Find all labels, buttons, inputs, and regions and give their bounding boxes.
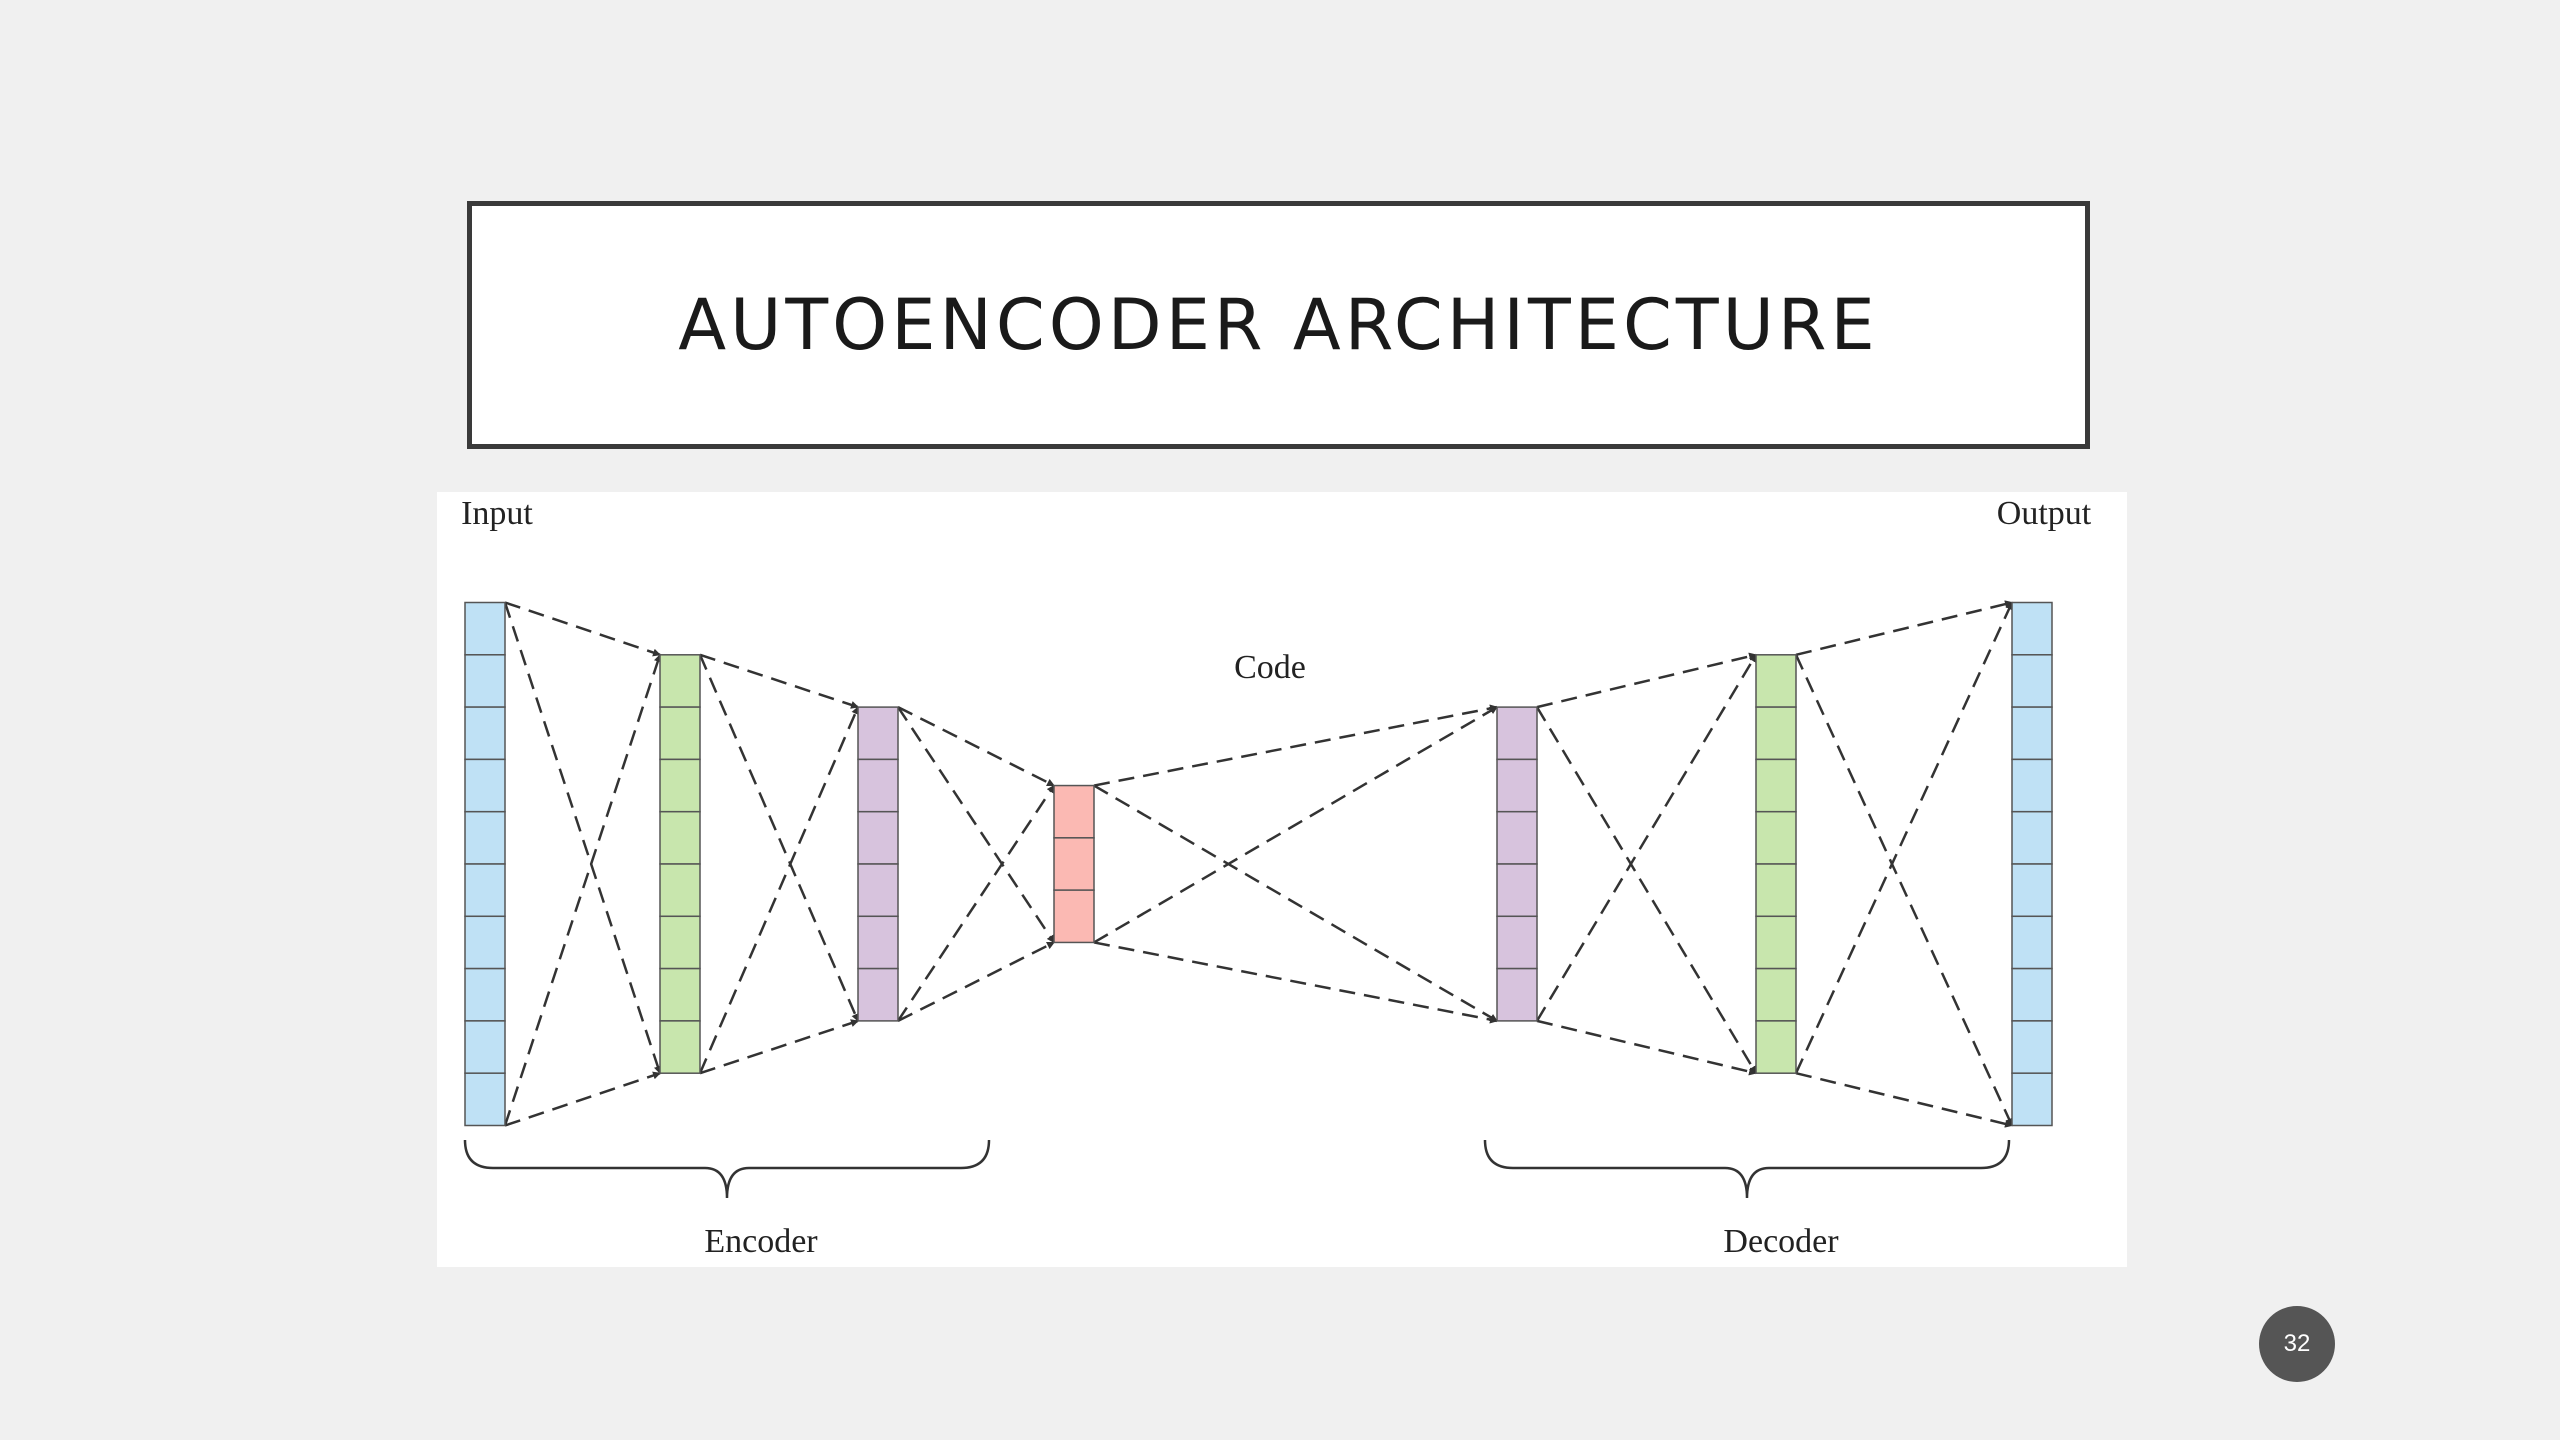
enc-hidden-1-unit bbox=[659, 1020, 701, 1074]
dec-hidden-1-unit bbox=[1496, 915, 1538, 970]
encoder-label: Encoder bbox=[704, 1223, 818, 1260]
connection-edge-dec-hidden-2-to-output-0 bbox=[1795, 600, 2013, 657]
page-number: 32 bbox=[2283, 1330, 2311, 1357]
dec-hidden-2-unit bbox=[1755, 706, 1797, 761]
code-label: Code bbox=[1234, 649, 1306, 686]
layer-dec-hidden-1 bbox=[1496, 706, 1538, 1022]
connection-edge-code-to-dec-hidden-1-1 bbox=[1093, 784, 1498, 1022]
enc-hidden-2-unit bbox=[857, 915, 899, 970]
input-unit bbox=[464, 654, 506, 708]
dec-hidden-2-unit bbox=[1755, 654, 1797, 708]
connection-edge-dec-hidden-1-to-dec-hidden-2-0 bbox=[1536, 652, 1757, 709]
connection-edge-dec-hidden-1-to-dec-hidden-2-2 bbox=[1535, 653, 1758, 1022]
input-unit bbox=[464, 863, 506, 918]
connection-edge-enc-hidden-1-to-enc-hidden-2-1 bbox=[698, 654, 860, 1022]
enc-hidden-1-unit bbox=[659, 810, 701, 865]
decoder-brace bbox=[1483, 1139, 2011, 1199]
dec-hidden-2-unit bbox=[1755, 967, 1797, 1022]
code-unit bbox=[1053, 837, 1095, 891]
dec-hidden-2-unit bbox=[1755, 915, 1797, 970]
input-unit bbox=[464, 706, 506, 761]
dec-hidden-2-unit bbox=[1755, 758, 1797, 813]
output-unit bbox=[2011, 601, 2053, 656]
input-unit bbox=[464, 1072, 506, 1127]
input-unit bbox=[464, 601, 506, 656]
output-label: Output bbox=[1997, 495, 2092, 532]
dec-hidden-1-unit bbox=[1496, 967, 1538, 1022]
code-unit bbox=[1053, 784, 1095, 839]
connection-edge-input-to-enc-hidden-1-1 bbox=[503, 602, 662, 1075]
enc-hidden-2-unit bbox=[857, 706, 899, 761]
output-unit bbox=[2011, 967, 2053, 1022]
network-layers bbox=[464, 601, 2053, 1127]
layer-code bbox=[1053, 784, 1095, 944]
diagram-canvas: Input Output Code Encoder Decoder bbox=[461, 495, 2092, 1260]
input-label: Input bbox=[461, 495, 533, 532]
connection-edge-enc-hidden-2-to-code-2 bbox=[896, 784, 1056, 1022]
input-unit bbox=[464, 810, 506, 865]
input-unit bbox=[464, 915, 506, 970]
output-unit bbox=[2011, 915, 2053, 970]
slide-title: AUTOENCODER ARCHITECTURE bbox=[678, 284, 1879, 366]
connection-edge-dec-hidden-1-to-dec-hidden-2-3 bbox=[1536, 1019, 1757, 1076]
dec-hidden-1-unit bbox=[1496, 863, 1538, 918]
decoder-label: Decoder bbox=[1723, 1223, 1839, 1260]
connection-edge-enc-hidden-1-to-enc-hidden-2-0 bbox=[699, 653, 859, 709]
enc-hidden-1-unit bbox=[659, 967, 701, 1022]
dec-hidden-2-unit bbox=[1755, 810, 1797, 865]
input-unit bbox=[464, 967, 506, 1022]
connection-edge-enc-hidden-1-to-enc-hidden-2-3 bbox=[699, 1019, 859, 1075]
enc-hidden-1-unit bbox=[659, 915, 701, 970]
output-unit bbox=[2011, 758, 2053, 813]
output-unit bbox=[2011, 1020, 2053, 1074]
dec-hidden-2-unit bbox=[1755, 863, 1797, 918]
dec-hidden-1-unit bbox=[1496, 810, 1538, 865]
connection-edge-dec-hidden-2-to-output-2 bbox=[1794, 601, 2014, 1074]
output-unit bbox=[2011, 863, 2053, 918]
connection-edge-enc-hidden-2-to-code-3 bbox=[897, 941, 1055, 1023]
connection-edge-input-to-enc-hidden-1-2 bbox=[503, 653, 662, 1126]
enc-hidden-2-unit bbox=[857, 863, 899, 918]
connection-edge-input-to-enc-hidden-1-3 bbox=[504, 1071, 661, 1127]
input-unit bbox=[464, 758, 506, 813]
connection-edge-enc-hidden-1-to-enc-hidden-2-2 bbox=[698, 706, 860, 1074]
layer-enc-hidden-1 bbox=[659, 654, 701, 1074]
connection-edge-code-to-dec-hidden-1-0 bbox=[1093, 704, 1498, 787]
connection-edge-enc-hidden-2-to-code-0 bbox=[897, 705, 1055, 787]
enc-hidden-2-unit bbox=[857, 758, 899, 813]
output-unit bbox=[2011, 654, 2053, 708]
connection-edge-input-to-enc-hidden-1-0 bbox=[504, 601, 661, 657]
connection-edge-code-to-dec-hidden-1-2 bbox=[1093, 706, 1498, 944]
connection-edges bbox=[503, 600, 2014, 1128]
enc-hidden-2-unit bbox=[857, 810, 899, 865]
output-unit bbox=[2011, 810, 2053, 865]
connection-edge-dec-hidden-1-to-dec-hidden-2-1 bbox=[1535, 706, 1758, 1075]
dec-hidden-1-unit bbox=[1496, 706, 1538, 761]
enc-hidden-1-unit bbox=[659, 758, 701, 813]
dec-hidden-1-unit bbox=[1496, 758, 1538, 813]
layer-dec-hidden-2 bbox=[1755, 654, 1797, 1074]
code-unit bbox=[1053, 889, 1095, 944]
encoder-brace bbox=[463, 1139, 991, 1199]
input-unit bbox=[464, 1020, 506, 1074]
autoencoder-diagram: Input Output Code Encoder Decoder bbox=[437, 492, 2127, 1267]
output-unit bbox=[2011, 1072, 2053, 1127]
dec-hidden-2-unit bbox=[1755, 1020, 1797, 1074]
connection-edge-dec-hidden-2-to-output-1 bbox=[1794, 654, 2014, 1127]
connection-edge-code-to-dec-hidden-1-3 bbox=[1093, 941, 1498, 1024]
enc-hidden-2-unit bbox=[857, 967, 899, 1022]
layer-enc-hidden-2 bbox=[857, 706, 899, 1022]
page-number-badge: 32 bbox=[2259, 1306, 2335, 1382]
layer-input bbox=[464, 601, 506, 1127]
enc-hidden-1-unit bbox=[659, 654, 701, 708]
enc-hidden-1-unit bbox=[659, 706, 701, 761]
connection-edge-enc-hidden-2-to-code-1 bbox=[896, 706, 1056, 944]
output-unit bbox=[2011, 706, 2053, 761]
layer-output bbox=[2011, 601, 2053, 1127]
title-box: AUTOENCODER ARCHITECTURE bbox=[467, 201, 2090, 449]
enc-hidden-1-unit bbox=[659, 863, 701, 918]
connection-edge-dec-hidden-2-to-output-3 bbox=[1795, 1071, 2013, 1128]
